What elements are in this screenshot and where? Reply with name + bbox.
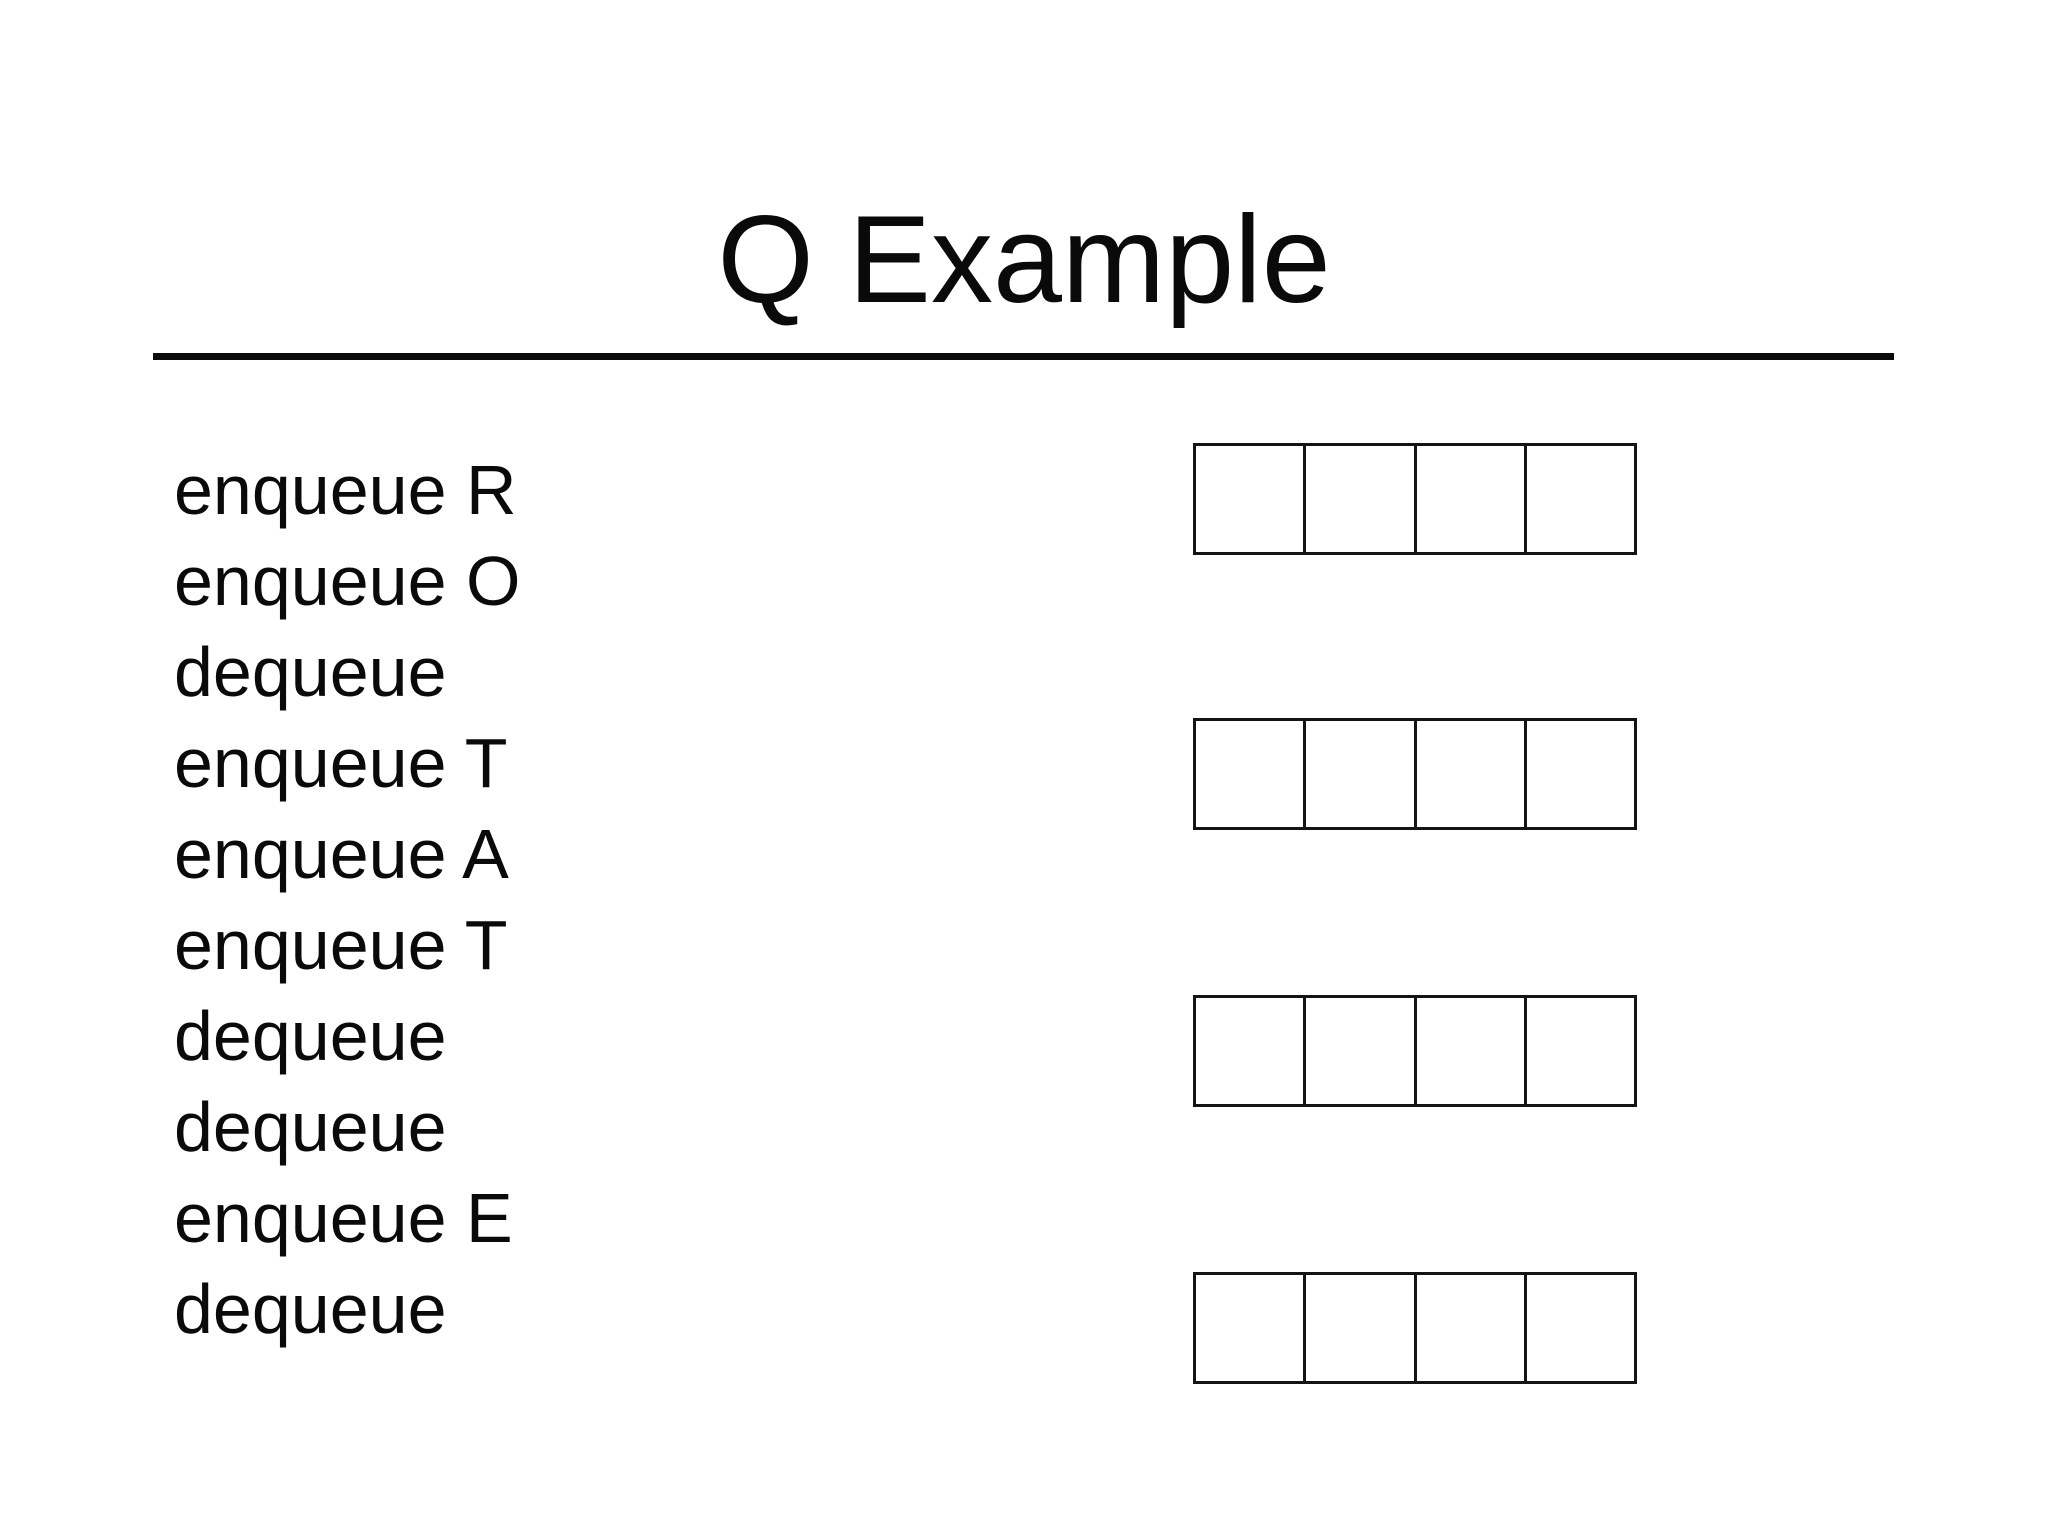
- queue-cell: [1306, 446, 1417, 552]
- queue-cell: [1526, 998, 1634, 1104]
- queue-cell: [1416, 998, 1527, 1104]
- queue-cell: [1306, 721, 1417, 827]
- queue-cell: [1196, 446, 1307, 552]
- operation-item: enqueue E: [174, 1179, 513, 1257]
- operation-item: dequeue: [174, 633, 447, 711]
- operation-item: enqueue O: [174, 542, 521, 620]
- queue-cell: [1416, 721, 1527, 827]
- queue-row: [1193, 718, 1637, 830]
- queue-cell: [1196, 721, 1307, 827]
- queue-cell: [1306, 1275, 1417, 1381]
- queue-cell: [1526, 721, 1634, 827]
- slide-title: Q Example: [717, 191, 1331, 329]
- operation-item: enqueue A: [174, 815, 509, 893]
- operation-item: enqueue T: [174, 724, 508, 802]
- queue-cell: [1306, 998, 1417, 1104]
- operation-item: enqueue R: [174, 451, 517, 529]
- operation-item: enqueue T: [174, 906, 508, 984]
- operation-item: dequeue: [174, 997, 447, 1075]
- queue-cell: [1526, 446, 1634, 552]
- title-underline: [153, 353, 1894, 360]
- operation-item: dequeue: [174, 1088, 447, 1166]
- queue-cell: [1526, 1275, 1634, 1381]
- queue-cell: [1416, 446, 1527, 552]
- operations-list: enqueue R enqueue O dequeue enqueue T en…: [174, 445, 520, 1355]
- queue-row: [1193, 1272, 1637, 1384]
- queue-row: [1193, 995, 1637, 1107]
- queue-cell: [1416, 1275, 1527, 1381]
- queue-cell: [1196, 998, 1307, 1104]
- queue-row: [1193, 443, 1637, 555]
- operation-item: dequeue: [174, 1270, 447, 1348]
- queue-cell: [1196, 1275, 1307, 1381]
